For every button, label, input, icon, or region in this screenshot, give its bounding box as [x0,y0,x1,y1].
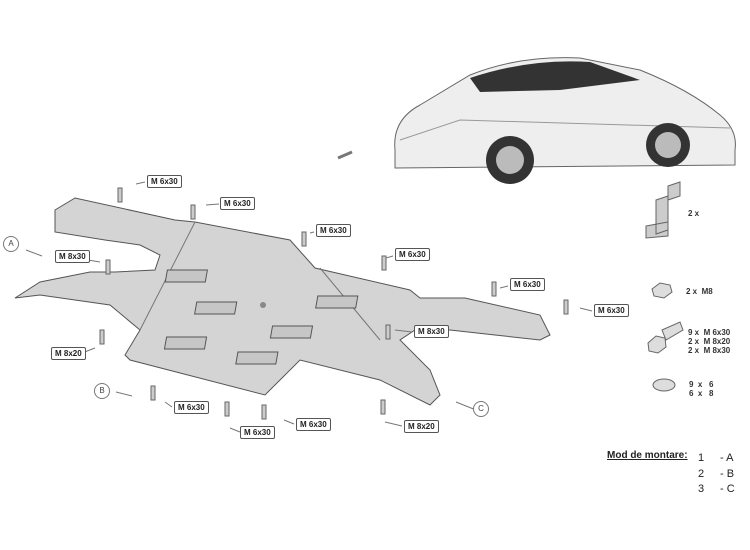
callout-bolt-11: M 6x30 [240,426,275,439]
marker-c: C [473,401,489,417]
callout-bolt-9: M 8x20 [51,347,86,360]
nut-qty: 2 x M8 [686,287,713,296]
car-illustration [394,57,736,184]
bolts [99,187,569,420]
callout-bolt-2: M 6x30 [220,197,255,210]
bracket-qty: 2 x [688,209,700,218]
marker-b: B [94,383,110,399]
step-1-letter: - A [720,452,734,464]
step-3-letter: - C [720,483,735,495]
step-2-num: 2 [698,468,705,480]
callout-bolt-4: M 8x30 [55,250,90,263]
callout-bolt-8: M 8x30 [414,325,449,338]
nut-icon [651,282,673,299]
direction-arrow [337,150,353,160]
bolt-qty: 9 x M 6x30 2 x M 8x20 2 x M 8x30 [688,328,731,355]
skid-plate [14,197,551,406]
bolt-icon [647,321,684,354]
callout-bolt-13: M 8x20 [404,420,439,433]
washer-qty: 9 x 6 6 x 8 [689,380,714,398]
callout-bolt-6: M 6x30 [510,278,545,291]
marker-a: A [3,236,19,252]
bracket-icon [645,181,681,239]
leader-lines [25,181,593,433]
callout-bolt-10: M 6x30 [174,401,209,414]
washer-icon [652,378,676,392]
callout-bolt-3: M 6x30 [316,224,351,237]
callout-bolt-1: M 6x30 [147,175,182,188]
step-1-num: 1 [698,452,705,464]
mounting-title: Mod de montare: [607,450,688,461]
callout-bolt-5: M 6x30 [395,248,430,261]
step-3-num: 3 [698,483,705,495]
callout-bolt-12: M 6x30 [296,418,331,431]
step-2-letter: - B [720,468,735,480]
callout-bolt-7: M 6x30 [594,304,629,317]
